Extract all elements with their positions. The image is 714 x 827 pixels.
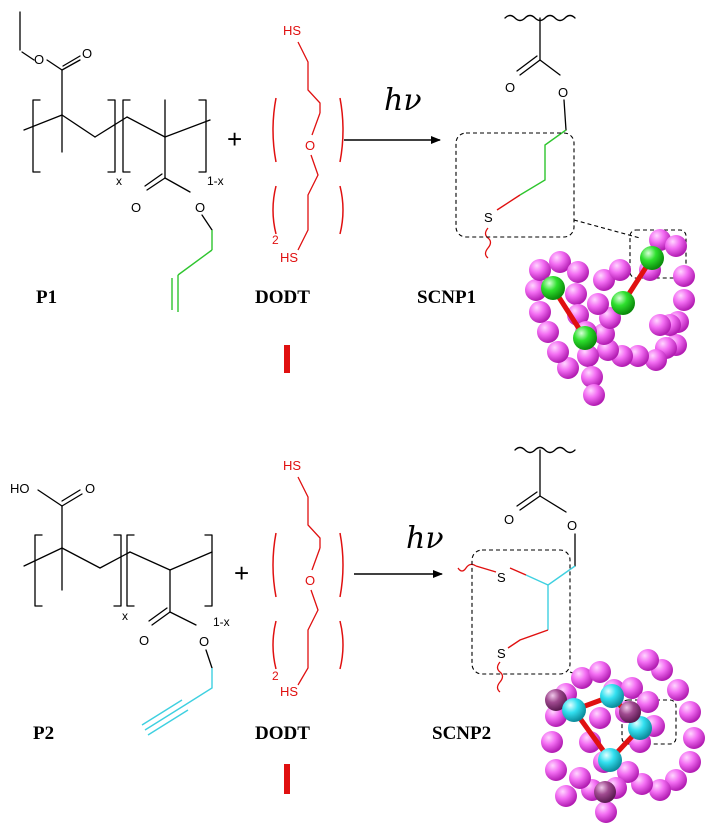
scnp1-nanoparticle <box>525 219 695 406</box>
crosslinker-bar-icon <box>284 764 290 794</box>
polymer-bead <box>595 801 617 823</box>
crosslink-node <box>541 276 565 300</box>
atom-o: O <box>505 80 515 95</box>
polymer-p1-structure: O O x 1-x O O <box>19 11 224 312</box>
polymer-bead <box>545 705 567 727</box>
polymer-bead <box>665 769 687 791</box>
crosslink-node <box>594 781 616 803</box>
polymer-bead <box>683 727 705 749</box>
polymer-bead <box>645 349 667 371</box>
label-p1: P1 <box>36 287 57 308</box>
atom-hs: HS <box>280 250 298 265</box>
atom-o: O <box>305 138 315 153</box>
atom-o: O <box>131 200 141 215</box>
subscript-x: x <box>116 174 122 188</box>
polymer-bead <box>583 384 605 406</box>
atom-o: O <box>82 46 92 61</box>
polymer-bead <box>581 366 603 388</box>
crosslink-node <box>611 291 635 315</box>
polymer-p2-structure: HO O x 1-x O O <box>10 481 230 736</box>
subscript-2: 2 <box>272 669 279 683</box>
polymer-bead <box>541 731 563 753</box>
subscript-1-x: 1-x <box>207 174 224 188</box>
atom-hs: HS <box>280 684 298 699</box>
atom-o: O <box>305 573 315 588</box>
dodt-structure: HS O 2 HS <box>272 23 344 265</box>
crosslink-node <box>545 689 567 711</box>
polymer-bead <box>637 649 659 671</box>
atom-s: S <box>497 646 506 661</box>
label-p2: P2 <box>33 723 54 744</box>
atom-s: S <box>497 570 506 585</box>
polymer-bead <box>529 301 551 323</box>
crosslink-node <box>640 246 664 270</box>
polymer-bead <box>571 667 593 689</box>
polymer-bead <box>529 259 551 281</box>
polymer-bead <box>609 259 631 281</box>
polymer-bead <box>679 751 701 773</box>
polymer-bead <box>577 345 599 367</box>
polymer-bead <box>587 293 609 315</box>
plus-sign: + <box>234 558 249 588</box>
label-dodt: DODT <box>255 723 310 744</box>
polymer-bead <box>665 235 687 257</box>
polymer-bead <box>679 701 701 723</box>
subscript-1-x: 1-x <box>213 615 230 629</box>
label-dodt: DODT <box>255 287 310 308</box>
crosslinker-bar-icon <box>284 345 290 373</box>
polymer-bead <box>565 283 587 305</box>
subscript-2: 2 <box>272 233 279 247</box>
label-scnp2: SCNP2 <box>432 723 491 744</box>
atom-o: O <box>139 633 149 648</box>
atom-o: O <box>558 85 568 100</box>
atom-o: O <box>567 518 577 533</box>
polymer-bead <box>627 345 649 367</box>
light-label: hν <box>384 83 422 118</box>
subscript-x: x <box>122 609 128 623</box>
polymer-bead <box>589 707 611 729</box>
polymer-bead <box>649 779 671 801</box>
polymer-bead <box>545 759 567 781</box>
atom-ho: HO <box>10 481 30 496</box>
polymer-bead <box>649 314 671 336</box>
atom-hs: HS <box>283 23 301 38</box>
polymer-bead <box>589 661 611 683</box>
polymer-bead <box>667 679 689 701</box>
polymer-bead <box>673 289 695 311</box>
atom-o: O <box>34 52 44 67</box>
atom-o: O <box>85 481 95 496</box>
atom-o: O <box>195 200 205 215</box>
crosslink-node <box>598 748 622 772</box>
atom-s: S <box>484 210 493 225</box>
crosslink-node <box>573 326 597 350</box>
polymer-bead <box>547 341 569 363</box>
polymer-bead <box>555 785 577 807</box>
polymer-bead <box>673 265 695 287</box>
scnp1-structure: O O S <box>455 14 576 259</box>
polymer-bead <box>557 357 579 379</box>
crosslink-node <box>562 698 586 722</box>
dodt-structure: HS O 2 HS <box>272 458 344 699</box>
atom-o: O <box>199 634 209 649</box>
polymer-bead <box>593 269 615 291</box>
light-label: hν <box>406 521 444 556</box>
label-scnp1: SCNP1 <box>417 287 476 308</box>
polymer-bead <box>537 321 559 343</box>
atom-hs: HS <box>283 458 301 473</box>
polymer-bead <box>525 279 547 301</box>
polymer-bead <box>569 767 591 789</box>
scnp2-structure: O O S S <box>457 446 577 693</box>
crosslink-node <box>619 701 641 723</box>
polymer-bead <box>549 251 571 273</box>
atom-o: O <box>504 512 514 527</box>
crosslink-node <box>600 684 624 708</box>
polymer-bead <box>637 691 659 713</box>
polymer-bead <box>621 677 643 699</box>
polymer-bead <box>617 761 639 783</box>
plus-sign: + <box>227 124 242 154</box>
polymer-bead <box>567 261 589 283</box>
scnp2-nanoparticle <box>541 649 705 823</box>
